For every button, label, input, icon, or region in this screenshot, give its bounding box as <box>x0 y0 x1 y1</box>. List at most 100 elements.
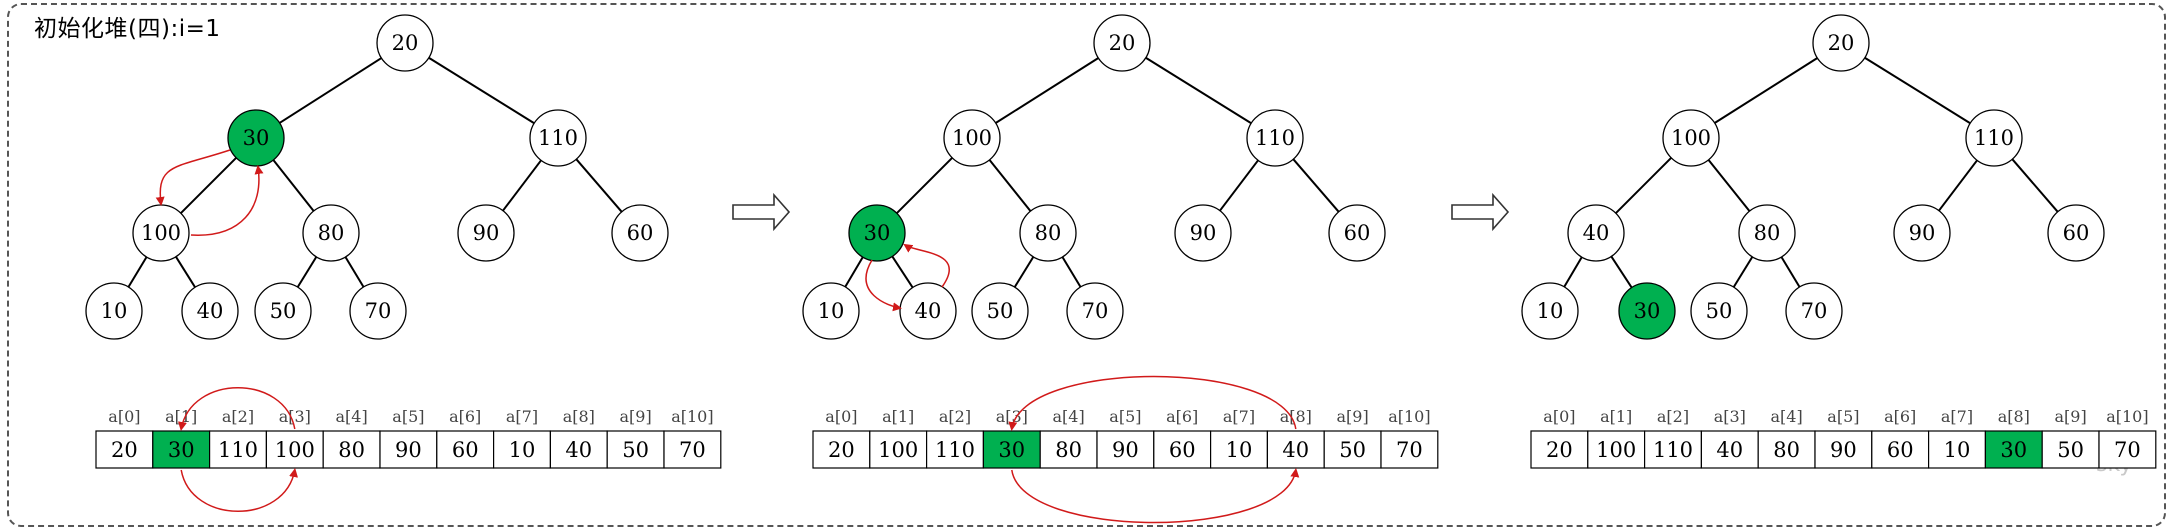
array-cell-value: 70 <box>679 438 706 462</box>
array-index-label: a[7] <box>506 407 538 426</box>
array-cell: 90 <box>1096 430 1155 469</box>
array-cell-box <box>1380 430 1439 469</box>
array-index-label: a[7] <box>1223 407 1255 426</box>
array-cell-value: 30 <box>998 438 1025 462</box>
node-circle <box>1246 109 1304 167</box>
array-cell-value: 20 <box>828 438 855 462</box>
node-value: 50 <box>270 299 297 323</box>
array-cell-value: 110 <box>1653 438 1693 462</box>
node-value: 20 <box>392 31 419 55</box>
array-cell: 30 <box>1984 430 2043 469</box>
tree-node: 30 <box>848 204 906 262</box>
tree-edge <box>502 159 542 212</box>
node-circle <box>529 109 587 167</box>
array-cell-box <box>152 430 211 469</box>
array-cell-box <box>1153 430 1212 469</box>
array-cell: 70 <box>2098 430 2157 469</box>
array-cell: 30 <box>152 430 211 469</box>
step-arrow-icon <box>732 192 791 232</box>
array-index-label: a[9] <box>1336 407 1368 426</box>
array-cell-box <box>322 430 381 469</box>
node-circle <box>254 282 312 340</box>
tree-node: 20 <box>1812 14 1870 72</box>
node-circle <box>1812 14 1870 72</box>
array-index-label: a[1] <box>165 407 197 426</box>
array-cell: 30 <box>982 430 1041 469</box>
tree-node: 40 <box>181 282 239 340</box>
tree-edge <box>575 158 623 213</box>
array-index-label: a[2] <box>1657 407 1689 426</box>
array-cell-value: 30 <box>2000 438 2027 462</box>
node-value: 100 <box>952 126 992 150</box>
node-value: 110 <box>1255 126 1295 150</box>
tree-node: 70 <box>1785 282 1843 340</box>
tree-edge <box>2011 158 2059 213</box>
diagram-title: 初始化堆(四):i=1 <box>34 16 221 42</box>
node-circle <box>848 204 906 262</box>
array-cell: 100 <box>1587 430 1646 469</box>
array-cell-value: 70 <box>2114 438 2141 462</box>
node-circle <box>1690 282 1748 340</box>
node-value: 20 <box>1828 31 1855 55</box>
tree-node: 110 <box>1246 109 1304 167</box>
array-index-label: a[0] <box>108 407 140 426</box>
array-index-label: a[8] <box>563 407 595 426</box>
tree-edge <box>1610 255 1633 289</box>
tree-edge <box>272 159 315 212</box>
tree-node: 10 <box>1521 282 1579 340</box>
array-cell: 60 <box>1871 430 1930 469</box>
node-circle <box>1965 109 2023 167</box>
diagram-frame <box>7 3 2166 527</box>
node-value: 70 <box>1082 299 1109 323</box>
array-cell: 20 <box>1530 430 1589 469</box>
array-cell-box <box>493 430 552 469</box>
tree-edge <box>1563 256 1583 288</box>
array-cell-box <box>869 430 928 469</box>
array-index-label: a[5] <box>1827 407 1859 426</box>
tree-edge <box>891 255 914 289</box>
array-cell-box <box>1814 430 1873 469</box>
array-index-label: a[6] <box>1884 407 1916 426</box>
array-cell-box <box>606 430 665 469</box>
node-value: 40 <box>197 299 224 323</box>
swap-arrow <box>903 243 950 288</box>
node-circle <box>376 14 434 72</box>
array-cell: 50 <box>1323 430 1382 469</box>
tree-node: 90 <box>457 204 515 262</box>
array-cell: 10 <box>493 430 552 469</box>
array-index-label: a[4] <box>335 407 367 426</box>
node-circle <box>457 204 515 262</box>
array-cell-box <box>1587 430 1646 469</box>
array-cell-value: 40 <box>1282 438 1309 462</box>
tree-node: 100 <box>943 109 1001 167</box>
array-cell-value: 100 <box>1596 438 1636 462</box>
node-value: 10 <box>101 299 128 323</box>
array-index-label: a[8] <box>1280 407 1312 426</box>
tree-node: 20 <box>1093 14 1151 72</box>
array-cell: 80 <box>1757 430 1816 469</box>
array-cell-box <box>1096 430 1155 469</box>
tree-edge <box>1864 56 1971 125</box>
node-circle <box>1567 204 1625 262</box>
array-cell-box <box>982 430 1041 469</box>
tree-edge <box>1061 256 1082 288</box>
node-circle <box>1019 204 1077 262</box>
array-cell-value: 50 <box>1339 438 1366 462</box>
array-cell: 40 <box>1266 430 1325 469</box>
tree-node: 50 <box>254 282 312 340</box>
swap-arrow <box>180 468 298 512</box>
tree-edge <box>1145 56 1252 125</box>
array-cell: 70 <box>663 430 722 469</box>
array-cell-value: 60 <box>1169 438 1196 462</box>
array-cell-box <box>1643 430 1702 469</box>
array-cell-box <box>549 430 608 469</box>
node-circle <box>1328 204 1386 262</box>
array-cell-value: 60 <box>452 438 479 462</box>
array-cell-value: 80 <box>1055 438 1082 462</box>
tree-edge <box>175 256 196 288</box>
array-cell-box <box>1700 430 1759 469</box>
tree-node: 100 <box>132 204 190 262</box>
array-cell-value: 100 <box>275 438 315 462</box>
array-cell: 80 <box>322 430 381 469</box>
array-cell: 90 <box>379 430 438 469</box>
